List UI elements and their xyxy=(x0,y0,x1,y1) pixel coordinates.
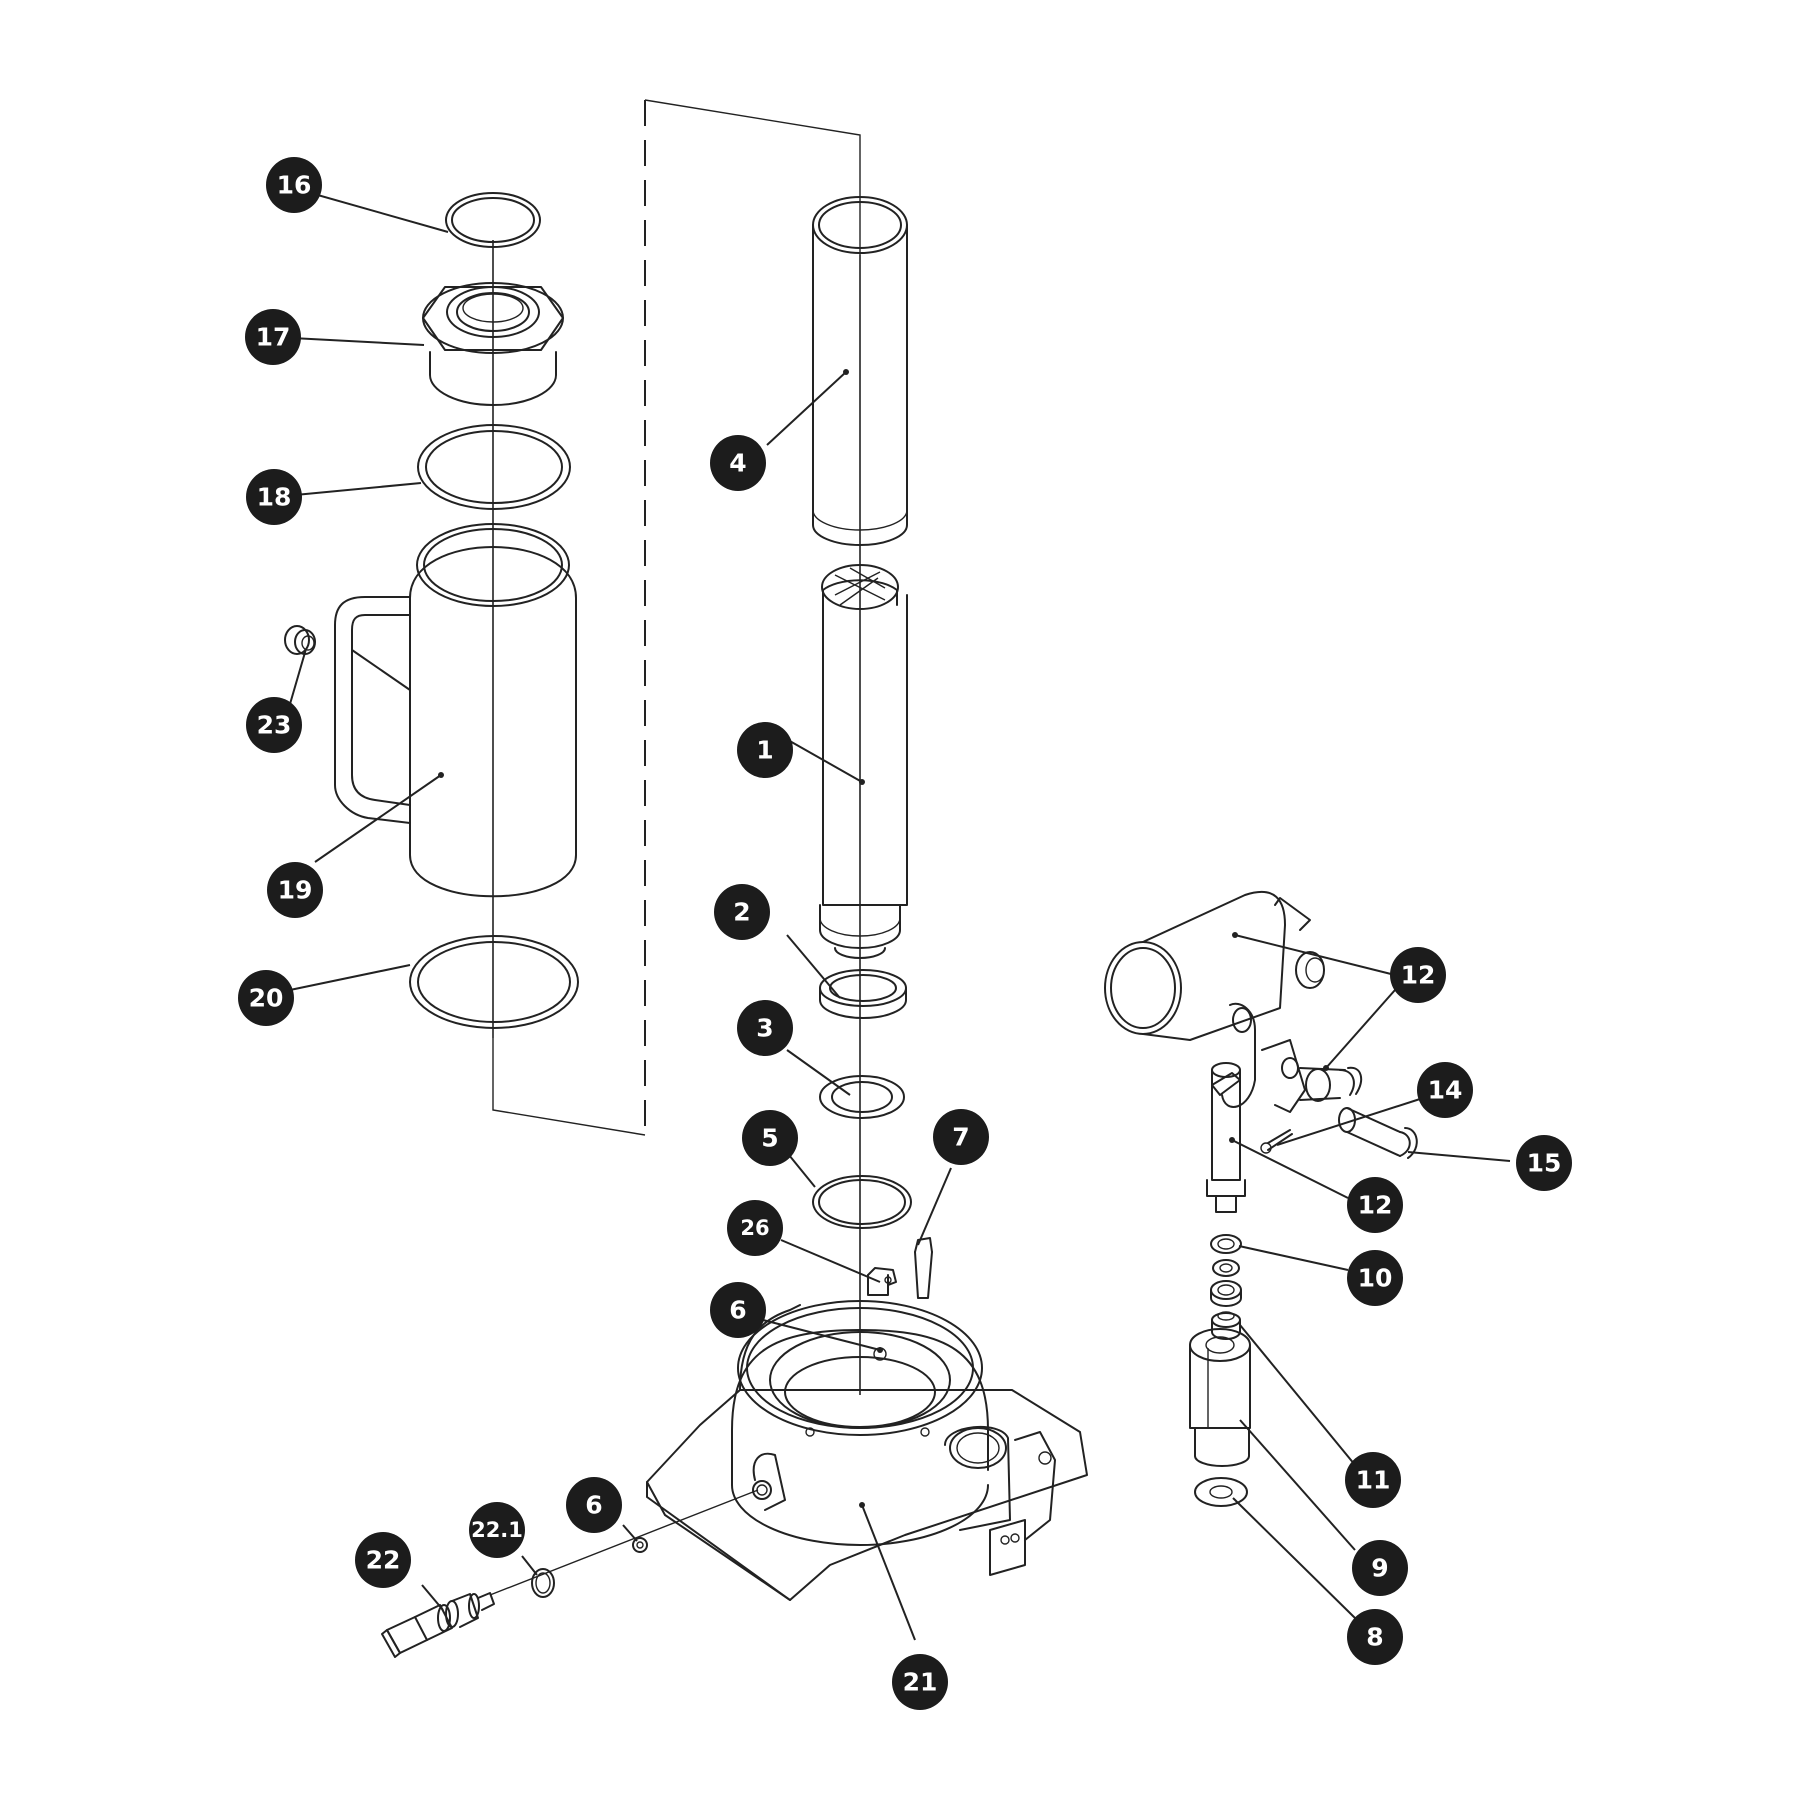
callout-5: 5 xyxy=(742,1110,798,1166)
callout-label: 11 xyxy=(1356,1466,1391,1495)
callout-20: 20 xyxy=(238,970,294,1026)
callout-4: 4 xyxy=(710,435,766,491)
callout-3: 3 xyxy=(737,1000,793,1056)
callout-17: 17 xyxy=(245,309,301,365)
callout-label: 14 xyxy=(1428,1076,1463,1105)
callout-14: 14 xyxy=(1417,1062,1473,1118)
callout-label: 18 xyxy=(257,483,292,512)
callout-11: 11 xyxy=(1345,1452,1401,1508)
callout-label: 12 xyxy=(1358,1191,1393,1220)
part-12-pump-plunger xyxy=(1206,1062,1246,1213)
callout-label: 1 xyxy=(756,736,773,765)
callout-21: 21 xyxy=(892,1654,948,1710)
callout-label: 19 xyxy=(278,876,313,905)
callout-label: 22.1 xyxy=(471,1518,523,1542)
callout-label: 15 xyxy=(1527,1149,1562,1178)
part-9-pump-cylinder xyxy=(1189,1328,1251,1467)
part-21-base xyxy=(646,1300,1088,1601)
callout-22: 22 xyxy=(355,1532,411,1588)
callout-12a: 12 xyxy=(1390,947,1446,1003)
part-23-plug xyxy=(284,625,316,655)
part-18-ring xyxy=(417,424,571,510)
callout-label: 22 xyxy=(366,1546,401,1575)
callout-6a: 6 xyxy=(710,1282,766,1338)
part-8-washer xyxy=(1194,1477,1248,1507)
part-11-nut xyxy=(1211,1311,1241,1340)
callout-label: 4 xyxy=(729,449,746,478)
callout-15: 15 xyxy=(1516,1135,1572,1191)
callout-label: 3 xyxy=(756,1014,773,1043)
callout-16: 16 xyxy=(266,157,322,213)
callout-label: 8 xyxy=(1366,1623,1383,1652)
callout-23: 23 xyxy=(246,697,302,753)
part-2-seal xyxy=(819,969,907,1019)
leader-lines xyxy=(265,187,1511,1641)
part-7-pin xyxy=(914,1237,933,1299)
callout-label: 16 xyxy=(277,171,312,200)
part-15-pin xyxy=(1338,1107,1418,1159)
callout-18: 18 xyxy=(246,469,302,525)
part-3-washer xyxy=(819,1075,905,1119)
leader-dots xyxy=(438,369,1329,1508)
part-14-cotter-pin xyxy=(1211,1072,1293,1154)
part-6-ball-side xyxy=(632,1537,648,1553)
callout-9: 9 xyxy=(1352,1540,1408,1596)
callout-label: 6 xyxy=(585,1491,602,1520)
part-12-pump-housing xyxy=(1104,890,1363,1113)
callout-label: 21 xyxy=(903,1668,938,1697)
callout-label: 26 xyxy=(740,1216,769,1240)
callout-1: 1 xyxy=(737,722,793,778)
callout-label: 23 xyxy=(257,711,292,740)
callout-label: 20 xyxy=(249,984,284,1013)
part-1-ram xyxy=(819,564,908,959)
callout-7: 7 xyxy=(933,1109,989,1165)
callout-label: 7 xyxy=(952,1123,969,1152)
part-22-1-o-ring xyxy=(531,1568,555,1598)
callout-6b: 6 xyxy=(566,1477,622,1533)
callout-12b: 12 xyxy=(1347,1177,1403,1233)
part-20-ring xyxy=(409,935,579,1029)
callout-19: 19 xyxy=(267,862,323,918)
callout-22-1: 22.1 xyxy=(469,1502,525,1558)
callout-26: 26 xyxy=(727,1200,783,1256)
callout-8: 8 xyxy=(1347,1609,1403,1665)
part-10-seals xyxy=(1210,1234,1242,1307)
assembly-path-lines xyxy=(492,99,861,1395)
part-22-release-valve xyxy=(381,1489,759,1658)
callout-label: 12 xyxy=(1401,961,1436,990)
callout-label: 5 xyxy=(761,1124,778,1153)
callout-label: 10 xyxy=(1358,1264,1393,1293)
callout-label: 17 xyxy=(256,323,291,352)
callout-label: 9 xyxy=(1371,1554,1388,1583)
part-16-o-ring xyxy=(445,192,541,248)
callout-label: 6 xyxy=(729,1296,746,1325)
part-5-ring xyxy=(812,1175,912,1229)
callout-label: 2 xyxy=(733,898,750,927)
part-17-gland-nut xyxy=(422,282,564,406)
part-4-tube xyxy=(812,196,908,546)
part-26-valve-block xyxy=(867,1267,897,1296)
callout-10: 10 xyxy=(1347,1250,1403,1306)
callout-2: 2 xyxy=(714,884,770,940)
part-19-cylinder xyxy=(334,523,577,898)
